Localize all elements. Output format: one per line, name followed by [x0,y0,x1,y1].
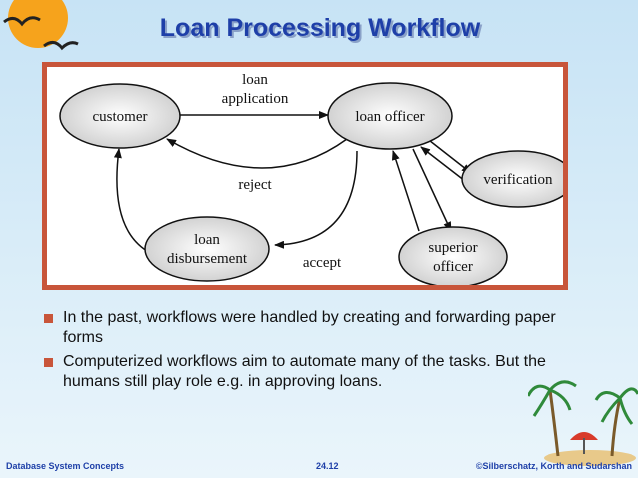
node-label-loan-officer: loan officer [355,109,424,125]
sun-birds-decoration [3,0,79,51]
edge-reject [166,138,348,169]
bullet-list: In the past, workflows were handled by c… [42,308,562,396]
palm-tree-icon [610,397,622,457]
node-label-customer: customer [93,109,148,125]
node-label-disbursement-line1: loan [194,232,220,248]
bullet-square-icon [44,314,53,323]
slide-title: Loan Processing Workflow [159,14,481,42]
edge-from-superior [391,150,420,232]
workflow-diagram: customer loan officer verification super… [42,62,568,290]
node-superior-officer [398,226,508,285]
palm-island-decoration [528,380,638,466]
edge-label-reject: reject [238,177,272,193]
bullet-square-icon [44,358,53,367]
edge-to-verification [424,136,472,174]
node-label-verification: verification [483,172,553,188]
node-label-superior-line2: officer [433,259,473,275]
edge-label-accept: accept [303,255,342,271]
edge-accept [274,150,358,249]
node-loan-disbursement [144,216,270,282]
bullet-text: Computerized workflows aim to automate m… [63,353,546,390]
node-verification [461,150,563,208]
edge-from-verification [420,146,466,182]
bird-icon [43,41,79,51]
sun-icon [8,0,68,48]
footer-course-title: Database System Concepts [6,461,125,471]
edge-label-loan: loan [242,72,268,88]
umbrella-icon [570,432,598,440]
workflow-diagram-canvas: customer loan officer verification super… [59,72,563,285]
edge-label-application: application [222,91,289,107]
node-customer [59,83,181,149]
edge-disbursement-to-customer [113,148,148,252]
footer-copyright: ©Silberschatz, Korth and Sudarshan [475,461,632,471]
node-label-disbursement-line2: disbursement [167,251,248,267]
footer-slide-number: 24.12 [316,461,339,471]
palm-leaves-icon [594,387,638,425]
bird-icon [3,16,41,27]
palm-tree-icon [548,389,560,457]
bullet-text: In the past, workflows were handled by c… [63,309,556,346]
bullet-item: In the past, workflows were handled by c… [42,308,562,348]
bullet-item: Computerized workflows aim to automate m… [42,352,562,392]
edge-to-superior [412,148,452,232]
node-label-superior-line1: superior [428,240,477,256]
palm-leaves-icon [528,380,577,417]
node-loan-officer [327,82,453,150]
